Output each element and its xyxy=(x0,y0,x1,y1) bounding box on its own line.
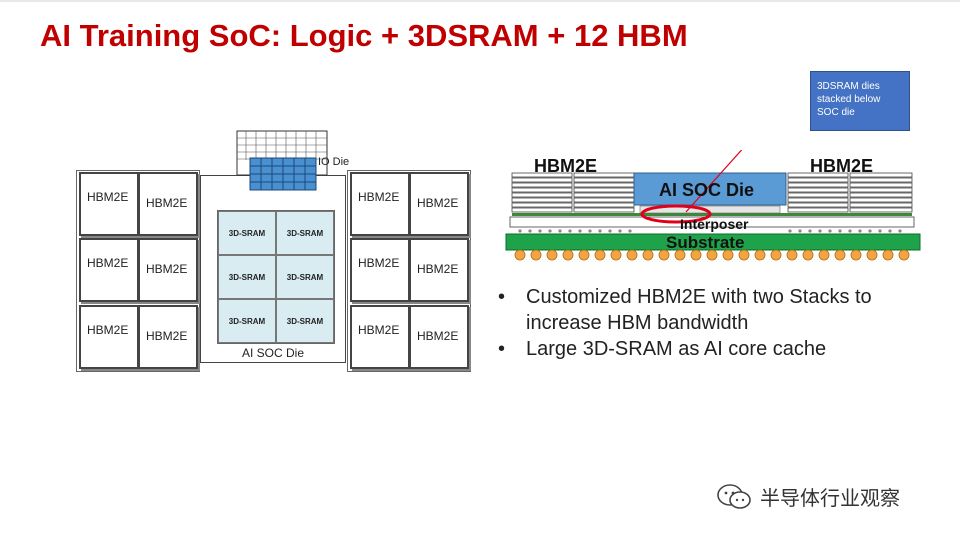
soc-die-cross-label: AI SOC Die xyxy=(659,180,755,200)
hbm-stack: HBM2E xyxy=(138,172,198,236)
hbm-label: HBM2E xyxy=(87,256,129,270)
wechat-icon xyxy=(717,483,751,509)
bullet-text: Large 3D-SRAM as AI core cache xyxy=(526,338,827,360)
io-die-label: IO Die xyxy=(318,156,350,168)
package-cross-section xyxy=(505,150,921,261)
bullet-dot-icon: • xyxy=(498,338,506,360)
hbm-label: HBM2E xyxy=(358,190,400,204)
hbm-right-label: HBM2E xyxy=(810,156,874,176)
hbm-stack: HBM2E xyxy=(79,238,139,302)
bullet-item: • Large 3D-SRAM as AI core cache xyxy=(498,336,938,362)
substrate-label: Substrate xyxy=(666,233,745,252)
hbm-stack: HBM2E xyxy=(409,172,469,236)
sram-grid: 3D-SRAM 3D-SRAM 3D-SRAM 3D-SRAM 3D-SRAM … xyxy=(217,210,335,344)
sram-cell: 3D-SRAM xyxy=(218,211,276,255)
hbm-stack: HBM2E xyxy=(79,305,139,369)
bullet-list: • Customized HBM2E with two Stacks to in… xyxy=(498,284,938,362)
hbm-label: HBM2E xyxy=(146,196,188,210)
slide-title: AI Training SoC: Logic + 3DSRAM + 12 HBM xyxy=(40,18,688,53)
bullet-dot-icon: • xyxy=(498,286,506,308)
hbm-left-label: HBM2E xyxy=(534,156,598,176)
bullet-text: Customized HBM2E with two Stacks to incr… xyxy=(526,286,872,334)
hbm-stack: HBM2E xyxy=(138,238,198,302)
hbm-stack-left-graphic xyxy=(511,172,635,213)
hbm-stack: HBM2E xyxy=(409,305,469,369)
sram-cell: 3D-SRAM xyxy=(276,299,334,343)
interposer-label: Interposer xyxy=(680,216,749,232)
ai-soc-die: 3D-SRAM 3D-SRAM 3D-SRAM 3D-SRAM 3D-SRAM … xyxy=(200,175,346,363)
hbm-label: HBM2E xyxy=(358,323,400,337)
sram-cell: 3D-SRAM xyxy=(276,211,334,255)
sram-cell: 3D-SRAM xyxy=(218,255,276,299)
io-die-graphic xyxy=(236,130,328,191)
hbm-stack: HBM2E xyxy=(350,305,410,369)
hbm-stack: HBM2E xyxy=(350,238,410,302)
sram-cell: 3D-SRAM xyxy=(218,299,276,343)
hbm-stack: HBM2E xyxy=(409,238,469,302)
hbm-label: HBM2E xyxy=(417,196,459,210)
hbm-label: HBM2E xyxy=(146,329,188,343)
hbm-stack: HBM2E xyxy=(350,172,410,236)
hbm-label: HBM2E xyxy=(146,262,188,276)
hbm-label: HBM2E xyxy=(417,262,459,276)
hbm-stack: HBM2E xyxy=(79,172,139,236)
hbm-label: HBM2E xyxy=(87,190,129,204)
bullet-item: • Customized HBM2E with two Stacks to in… xyxy=(498,284,938,336)
hbm-label: HBM2E xyxy=(87,323,129,337)
hbm-label: HBM2E xyxy=(358,256,400,270)
watermark-text: 半导体行业观察 xyxy=(760,486,900,510)
sram-callout-box: 3DSRAM dies stacked below SOC die xyxy=(810,71,910,131)
sram-cell: 3D-SRAM xyxy=(276,255,334,299)
top-rule xyxy=(0,0,960,2)
hbm-label: HBM2E xyxy=(417,329,459,343)
hbm-stack: HBM2E xyxy=(138,305,198,369)
soc-die-label: AI SOC Die xyxy=(241,346,304,360)
watermark: 半导体行业观察 xyxy=(716,482,900,511)
